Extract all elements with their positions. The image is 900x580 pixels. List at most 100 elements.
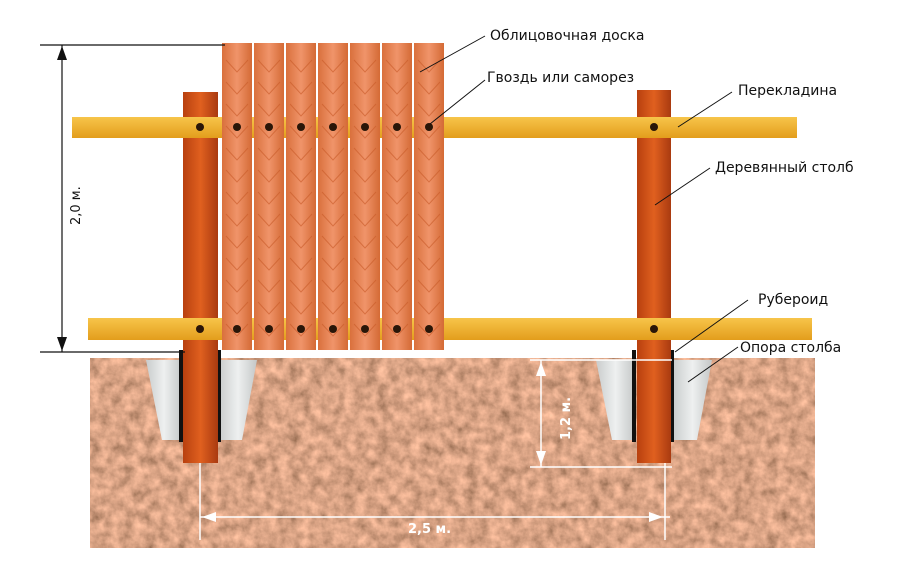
nail-icon <box>297 123 305 131</box>
wood-grain <box>257 191 281 205</box>
wood-grain <box>353 235 377 249</box>
roofing-felt-left <box>179 350 183 442</box>
wood-grain <box>225 279 249 293</box>
wood-grain <box>257 103 281 117</box>
nail-icon <box>650 123 658 131</box>
wood-grain <box>417 213 441 227</box>
wood-grain <box>353 125 377 139</box>
wood-grain <box>353 279 377 293</box>
wood-grain <box>385 257 409 271</box>
wood-grain <box>289 235 313 249</box>
wood-grain <box>385 125 409 139</box>
wood-grain <box>353 169 377 183</box>
wood-grain <box>417 81 441 95</box>
wood-grain <box>289 323 313 337</box>
wood-grain <box>417 301 441 315</box>
wood-grain <box>225 235 249 249</box>
nail-icon <box>329 325 337 333</box>
wood-grain <box>257 279 281 293</box>
nail-icon <box>297 325 305 333</box>
cladding-board <box>318 43 348 350</box>
cladding-board <box>254 43 284 350</box>
wood-grain <box>417 191 441 205</box>
wood-grain <box>417 147 441 161</box>
wood-grain <box>385 323 409 337</box>
wood-grain <box>225 301 249 315</box>
wood-grain <box>225 213 249 227</box>
nail-icon <box>393 123 401 131</box>
wood-grain <box>225 103 249 117</box>
wood-grain <box>321 81 345 95</box>
wood-grain <box>257 257 281 271</box>
wood-grain <box>385 169 409 183</box>
wood-grain <box>289 257 313 271</box>
wood-grain <box>257 147 281 161</box>
wooden-post-left <box>183 92 218 463</box>
label-nail-or-screw: Гвоздь или саморез <box>487 70 634 86</box>
nail-icon <box>425 325 433 333</box>
wood-grain <box>257 81 281 95</box>
wood-grain <box>257 59 281 73</box>
wood-grain <box>353 81 377 95</box>
wood-grain <box>417 59 441 73</box>
post-support-right <box>596 350 712 442</box>
wood-grain <box>321 103 345 117</box>
height-dimension <box>40 44 225 353</box>
wood-grain <box>321 147 345 161</box>
wood-grain <box>289 169 313 183</box>
wood-grain <box>257 213 281 227</box>
wood-grain <box>353 103 377 117</box>
wood-grain <box>353 301 377 315</box>
cladding-boards <box>222 43 444 350</box>
wood-grain <box>353 191 377 205</box>
roofing-felt-right <box>632 350 636 442</box>
cladding-board <box>350 43 380 350</box>
label-post-support: Опора столба <box>740 340 841 356</box>
wood-grain <box>289 125 313 139</box>
wood-grain <box>417 169 441 183</box>
wood-grain <box>321 125 345 139</box>
label-wooden-post: Деревянный столб <box>715 160 854 176</box>
wood-grain <box>225 323 249 337</box>
height-label: 2,0 м. <box>69 186 84 225</box>
wood-grain <box>257 323 281 337</box>
wood-grain <box>417 323 441 337</box>
cladding-board <box>414 43 444 350</box>
wooden-post-right <box>637 90 671 463</box>
wood-grain <box>321 257 345 271</box>
nail-icon <box>196 325 204 333</box>
nail-icon <box>265 123 273 131</box>
nail-icon <box>196 123 204 131</box>
nail-icon <box>233 325 241 333</box>
wood-grain <box>257 235 281 249</box>
nail-icon <box>650 325 658 333</box>
wood-grain <box>385 81 409 95</box>
wood-grain <box>321 235 345 249</box>
leader-lines <box>419 35 749 383</box>
nail-icon <box>425 123 433 131</box>
wood-grain <box>225 147 249 161</box>
wood-grain <box>353 147 377 161</box>
wood-grain <box>353 323 377 337</box>
cladding-board <box>382 43 412 350</box>
wood-grain <box>289 301 313 315</box>
wood-grain <box>417 257 441 271</box>
wood-grain <box>417 235 441 249</box>
wood-grain <box>385 103 409 117</box>
label-crossbar: Перекладина <box>738 83 837 99</box>
wood-grain <box>385 191 409 205</box>
post-support-left <box>146 350 257 442</box>
wood-grain <box>385 279 409 293</box>
depth-dimension <box>530 359 672 468</box>
wood-grain <box>417 125 441 139</box>
wood-grain <box>289 103 313 117</box>
wood-grain <box>225 257 249 271</box>
cladding-board <box>286 43 316 350</box>
wood-grain <box>289 213 313 227</box>
wood-grain <box>289 147 313 161</box>
nail-icon <box>393 325 401 333</box>
label-roofing-felt: Рубероид <box>758 292 828 308</box>
wood-grain <box>321 169 345 183</box>
